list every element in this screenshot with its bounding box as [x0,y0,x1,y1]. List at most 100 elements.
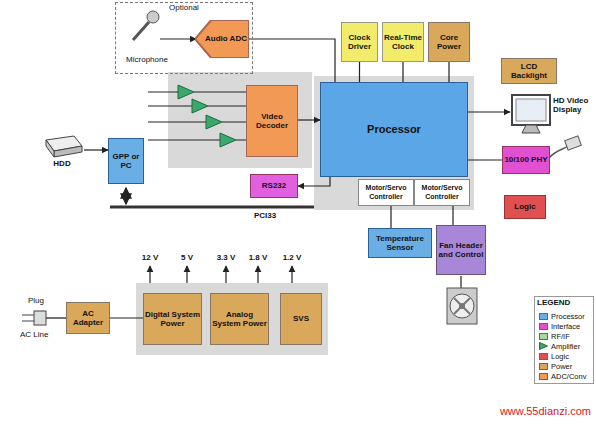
legend-row: Processor [539,311,590,321]
signal-arrow [160,38,196,39]
connector [452,206,453,225]
pci-bus [110,206,314,209]
amp-output [208,106,247,107]
connector [298,119,320,120]
box-text-group: Processor [367,123,421,136]
legend-symbol [539,342,548,350]
legend-swatch [539,323,548,330]
fan-icon [447,288,477,324]
connector [110,317,143,318]
voltage-arrows [150,266,292,283]
microphone-icon [133,11,159,40]
process-box: Real-Time Clock [382,22,424,62]
amp-input [148,92,178,93]
supply-arrow [186,266,187,283]
annotation: HDD [40,159,84,168]
box-text-group: GPP or PC [109,152,143,170]
amplifier-triangle [178,85,194,99]
box-label: LCD Backlight [502,62,556,80]
box-text-group: Analog System Power [211,310,268,328]
box-text-group: LCD Backlight [502,62,556,80]
connector [249,39,335,82]
process-box: Digital System Power [143,293,202,345]
hdd-icon [46,136,82,157]
connector [402,62,403,82]
power-panel [136,283,328,355]
amp-input [148,140,220,141]
amplifier-symbols [148,85,247,147]
legend-row: Logic [539,351,590,361]
video-panel [168,72,312,168]
legend-row: ADC/Conv [539,371,590,381]
process-box: 10/100 PHY [502,146,550,174]
box-label: Real-Time Clock [383,33,423,51]
legend-swatch [539,313,548,320]
fan-wire [460,276,461,288]
box-text-group: Video Decoder [247,112,297,130]
monitor-icon [512,95,550,133]
connector [359,62,360,82]
legend-swatch [539,363,548,370]
process-box: Fan Header and Control [436,225,486,275]
box-text-group: 10/100 PHY [504,155,547,164]
annotation: 1.2 V [279,253,305,262]
amplifier-triangle [206,115,222,129]
box-text-group: Motor/Servo Controller [359,184,413,200]
ethernet-cable-icon [549,136,581,158]
supply-arrow [149,266,150,283]
amplifier-triangle [192,99,208,113]
process-box: RS232 [250,174,298,198]
legend-swatch [539,333,548,340]
process-box: Motor/Servo Controller [358,179,414,206]
box-text-group: Real-Time Clock [383,33,423,51]
box-label: Core Power [429,33,469,51]
processor-panel [314,76,474,210]
watermark: www.55dianzi.com [455,405,591,418]
process-box: LCD Backlight [501,58,557,84]
connector [468,159,502,160]
box-text-group: RS232 [262,181,286,190]
legend-row: Amplifier [539,341,590,351]
connector [448,62,449,82]
connector [298,177,330,186]
process-box: Temperature Sensor [368,228,432,258]
annotation: 5 V [175,253,199,262]
box-label: Logic [514,202,535,211]
box-label: 10/100 PHY [504,155,547,164]
signal-arrow [84,149,108,150]
amp-input [148,106,192,107]
annotation: 1.8 V [245,253,271,262]
legend-row: RF/IF [539,331,590,341]
connector [390,206,391,228]
process-box: GPP or PC [108,138,144,184]
adc-shape: Audio ADC [195,20,249,58]
legend-box: ProcessorInterfaceRF/IFAmplifierLogicPow… [534,296,594,384]
process-box: AC Adapter [66,302,110,334]
process-box: Analog System Power [210,293,269,345]
box-text-group: Motor/Servo Controller [415,184,469,200]
process-box: Video Decoder [246,85,298,157]
annotation: Microphone [118,55,176,64]
amp-output [222,122,247,123]
box-label: Temperature Sensor [369,234,431,252]
amp-output [194,92,247,93]
legend-text: Amplifier [551,342,580,351]
box-label: Fan Header and Control [437,241,485,259]
annotation: AC Line [20,330,64,339]
process-box: Core Power [428,22,470,62]
annotation: 3.3 V [213,253,239,262]
supply-arrow [257,266,258,283]
legend-swatch [539,373,548,380]
legend-text: ADC/Conv [551,372,586,381]
legend-text: RF/IF [551,332,570,341]
box-label: Clock Driver [342,33,377,51]
box-text-group: Clock Driver [342,33,377,51]
process-box: SVS [280,293,322,345]
process-box: Motor/Servo Controller [414,179,470,206]
box-label: Audio ADC [197,34,247,43]
annotation: HD Video Display [553,96,593,114]
annotation: PCI33 [245,211,285,220]
annotation: LEGEND [537,298,593,307]
box-text-group: Digital System Power [144,310,201,328]
supply-arrow [291,266,292,283]
